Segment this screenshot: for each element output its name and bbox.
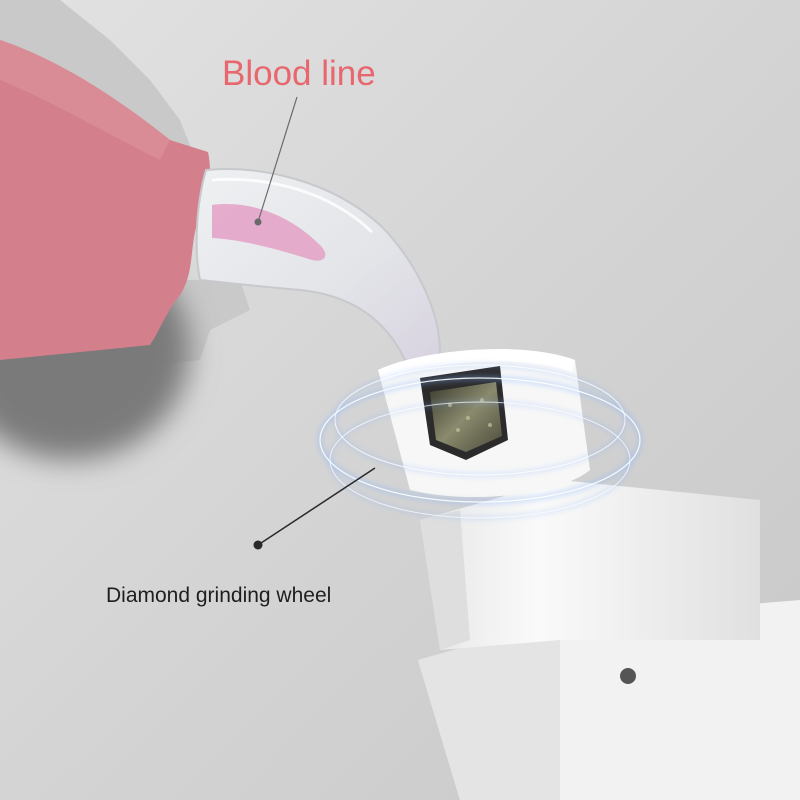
diamond-grinding-wheel-icon [430,382,502,452]
device-button [620,668,636,684]
grinder-device [318,349,800,800]
blood-line-region [212,204,326,261]
blood-line-leader-dot [254,218,262,226]
diamond-wheel-leader-dot [253,540,263,550]
diamond-wheel-leader [257,467,376,546]
blood-line-label: Blood line [222,54,376,93]
paw-toe [0,40,210,360]
diamond-wheel-label: Diamond grinding wheel [106,584,332,607]
blood-line-leader [257,96,298,223]
device-neck [420,480,760,650]
